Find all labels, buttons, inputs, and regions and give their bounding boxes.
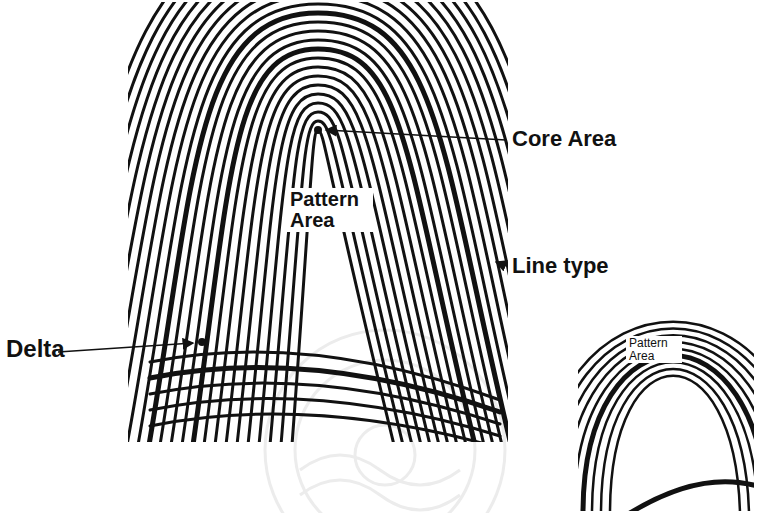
ridge bbox=[630, 482, 754, 511]
ridge bbox=[578, 322, 754, 511]
ridge bbox=[128, 2, 508, 442]
core-leader bbox=[326, 130, 506, 140]
ridge bbox=[583, 356, 754, 512]
ridge bbox=[578, 335, 754, 511]
ridge bbox=[128, 2, 508, 442]
ridge bbox=[150, 414, 500, 442]
ridge bbox=[578, 329, 754, 512]
delta-label: Delta bbox=[6, 336, 65, 361]
ridge bbox=[150, 368, 500, 412]
ridge bbox=[128, 2, 508, 442]
ridge bbox=[150, 352, 500, 400]
inset-ridge-lines bbox=[578, 322, 754, 511]
ridge bbox=[128, 2, 508, 442]
pattern-area-label: Pattern Area bbox=[287, 188, 373, 232]
line-type-leader bbox=[496, 262, 506, 266]
delta-leader bbox=[58, 343, 193, 352]
delta-dot bbox=[198, 338, 206, 346]
ridge bbox=[128, 2, 508, 442]
ridge bbox=[128, 2, 508, 442]
core-dot bbox=[314, 126, 322, 134]
ridge bbox=[292, 130, 394, 442]
ridge bbox=[128, 2, 508, 442]
inset-pattern-area-label: Pattern Area bbox=[626, 336, 682, 363]
ridge bbox=[578, 349, 754, 511]
ridge bbox=[182, 40, 484, 442]
core-area-label: Core Area bbox=[512, 127, 616, 150]
line-type-label: Line type bbox=[512, 254, 609, 277]
ridge-lines bbox=[128, 2, 508, 442]
